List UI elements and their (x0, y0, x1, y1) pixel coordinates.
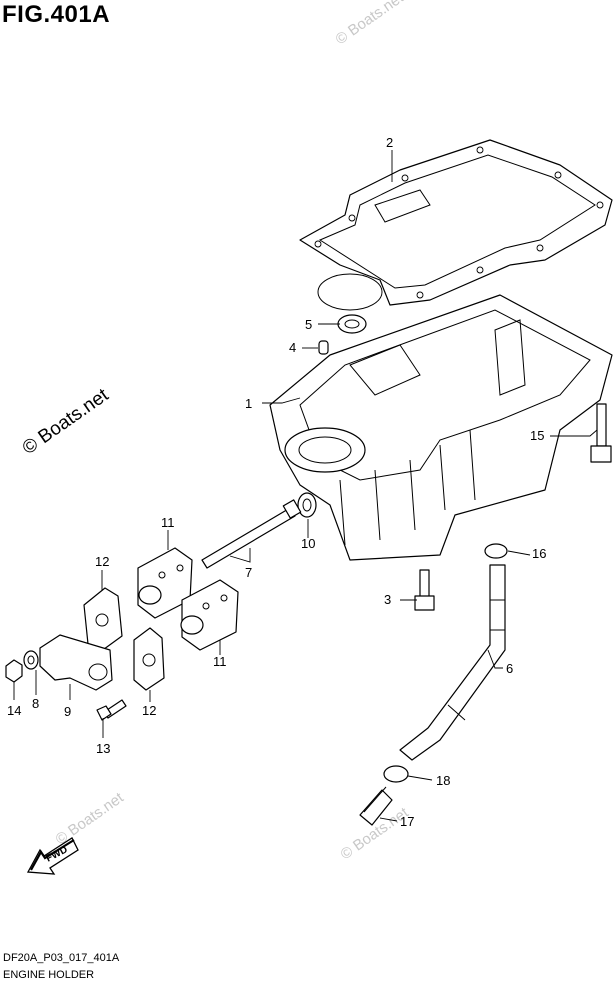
figure-title: FIG.401A (2, 1, 111, 28)
part-13-bolt[interactable] (96, 699, 127, 721)
leader-lines (13, 150, 598, 822)
callout-5[interactable]: 5 (305, 317, 312, 332)
part-4-pin[interactable] (318, 340, 329, 355)
callout-11-upper[interactable]: 11 (161, 515, 175, 530)
part-10-seal-ring[interactable] (297, 492, 317, 518)
part-1-engine-holder[interactable] (269, 294, 613, 561)
part-2-gasket[interactable] (299, 139, 613, 311)
callout-8[interactable]: 8 (32, 696, 39, 711)
callout-1[interactable]: 1 (245, 396, 252, 411)
callout-17[interactable]: 17 (400, 814, 414, 829)
part-5-seal[interactable] (337, 314, 367, 334)
part-12-gasket-lower[interactable] (133, 627, 165, 691)
part-3-bolt[interactable] (414, 569, 435, 611)
callout-2[interactable]: 2 (386, 135, 393, 150)
drawing-code: DF20A_P03_017_401A (3, 952, 120, 964)
part-16-clip[interactable] (484, 543, 508, 559)
part-18-clamp[interactable] (383, 765, 409, 783)
callout-18[interactable]: 18 (436, 773, 450, 788)
fwd-arrow-icon: FWD (26, 837, 79, 875)
callout-13[interactable]: 13 (96, 741, 110, 756)
callout-3[interactable]: 3 (384, 592, 391, 607)
part-17-fitting[interactable] (359, 786, 393, 826)
section-name: ENGINE HOLDER (3, 969, 95, 981)
callout-6[interactable]: 6 (506, 661, 513, 676)
callout-9[interactable]: 9 (64, 704, 71, 719)
watermark-faint-top: © Boats.net (333, 0, 408, 48)
callout-16[interactable]: 16 (532, 546, 546, 561)
watermark-faint-left: © Boats.net (53, 789, 128, 848)
callout-12-upper[interactable]: 12 (95, 554, 109, 569)
part-11-bracket-upper[interactable] (137, 547, 193, 619)
part-8-washer[interactable] (23, 650, 39, 670)
part-11-bracket-lower[interactable] (180, 579, 239, 651)
callout-10[interactable]: 10 (301, 536, 315, 551)
callout-15[interactable]: 15 (530, 428, 544, 443)
callout-4[interactable]: 4 (289, 340, 296, 355)
callout-11-lower[interactable]: 11 (213, 654, 227, 669)
callout-12-lower[interactable]: 12 (142, 703, 156, 718)
part-6-hose[interactable] (399, 564, 506, 761)
part-14-nut[interactable] (5, 659, 23, 683)
watermark-main: © Boats.net (19, 384, 113, 459)
callout-14[interactable]: 14 (7, 703, 21, 718)
part-12-gasket-upper[interactable] (83, 587, 123, 653)
part-7-long-bolt[interactable] (201, 499, 302, 569)
part-9-manifold[interactable] (39, 634, 113, 691)
callout-7[interactable]: 7 (245, 565, 252, 580)
part-15-bolt[interactable] (590, 403, 612, 463)
